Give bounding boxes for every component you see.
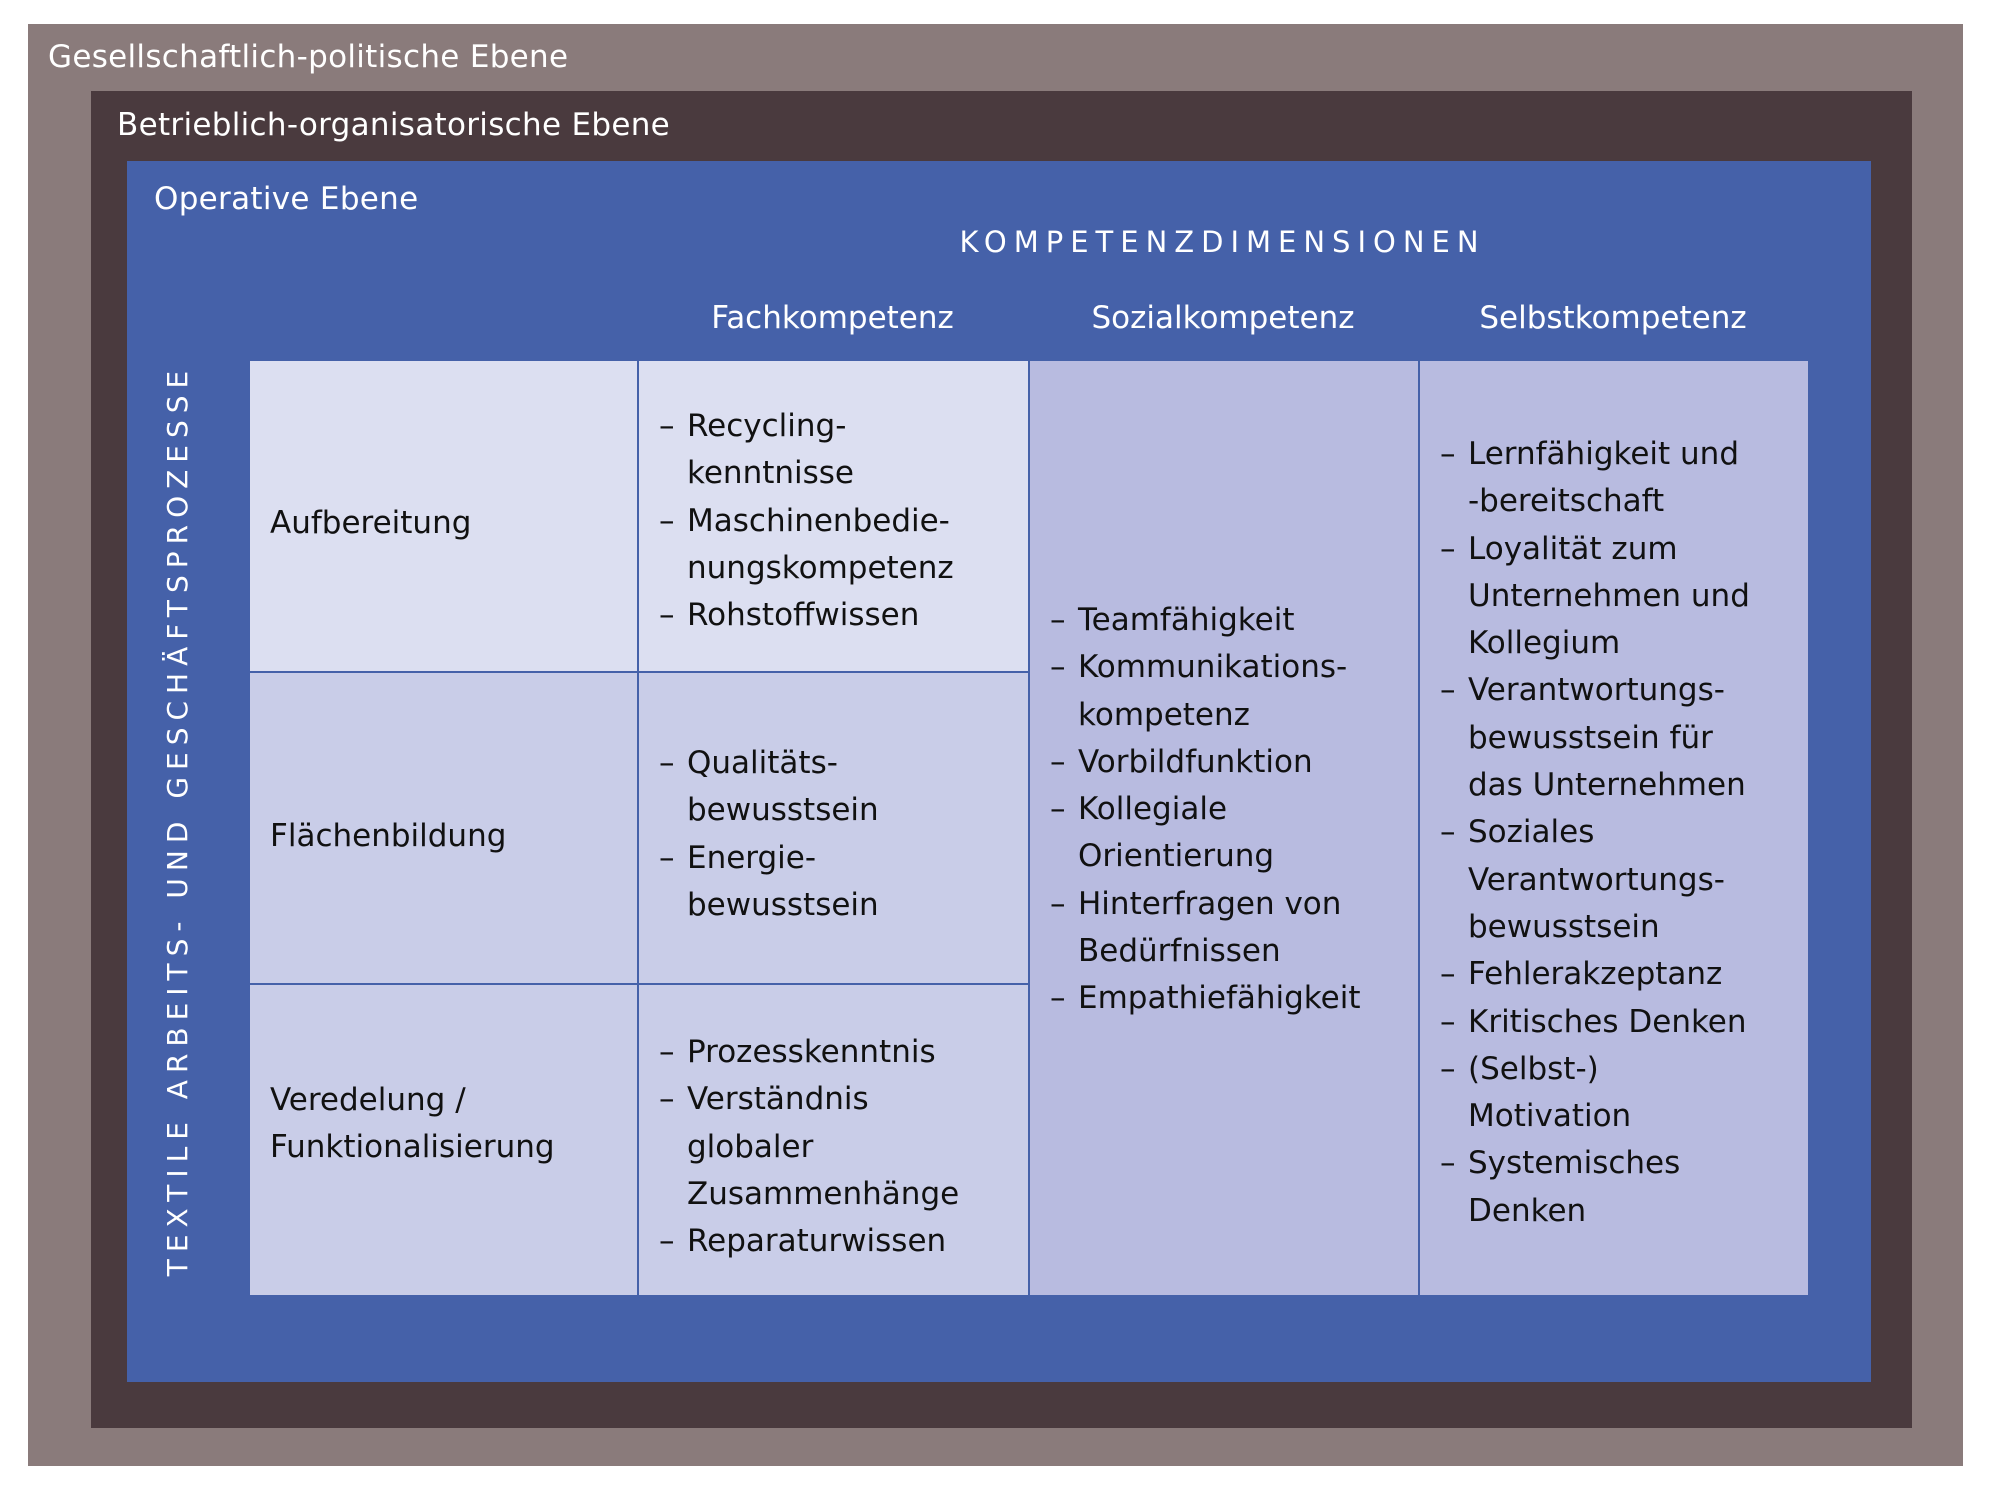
row-label-cell-flaechenbildung: Flächenbildung: [248, 671, 639, 985]
list-item: –Teamfähigkeit: [1050, 602, 1295, 638]
fachkompetenz-cell-aufbereitung: –Recycling-kenntnisse –Maschinenbedie-nu…: [637, 359, 1030, 673]
column-header-sozialkompetenz: Sozialkompetenz: [1091, 300, 1355, 336]
list-item: –Fehlerakzeptanz: [1440, 956, 1723, 993]
list-item: –Empathiefähigkeit: [1050, 980, 1361, 1017]
list-item: –Energie-bewusstsein: [659, 839, 879, 923]
list-item: –Reparaturwissen: [659, 1223, 947, 1260]
list-item: –Recycling-kenntnisse: [659, 408, 855, 492]
list-item: –Kommunikations-kompetenz: [1050, 649, 1348, 733]
column-header-fachkompetenz: Fachkompetenz: [711, 300, 954, 336]
process-axis-label: TEXTILE ARBEITS- UND GESCHÄFTSPROZESSE: [161, 363, 194, 1277]
competence-list: –Lernfähigkeit und-bereitschaft –Loyalit…: [1440, 431, 1750, 1235]
list-item: –Rohstoffwissen: [659, 597, 920, 634]
row-label-cell-aufbereitung: Aufbereitung: [248, 359, 639, 673]
list-item: –Maschinenbedie-nungskompetenz: [659, 502, 954, 586]
list-item: –Vorbildfunktion: [1050, 743, 1313, 780]
competence-list: –Teamfähigkeit –Kommunikations-kompetenz…: [1050, 597, 1360, 1023]
competence-list: –Qualitäts-bewusstsein –Energie-bewussts…: [659, 740, 879, 929]
row-label-cell-veredelung: Veredelung / Funktionalisierung: [248, 983, 639, 1297]
row-label: Flächenbildung: [270, 818, 507, 854]
sozialkompetenz-cell: –Teamfähigkeit –Kommunikations-kompetenz…: [1028, 359, 1420, 1297]
list-item: –Lernfähigkeit und-bereitschaft: [1440, 436, 1740, 520]
organizational-level-label: Betrieblich-organisatorische Ebene: [117, 107, 671, 143]
row-label: Aufbereitung: [270, 505, 472, 541]
list-item: –Prozesskenntnis: [659, 1034, 936, 1070]
row-label: Veredelung / Funktionalisierung: [270, 1082, 555, 1165]
societal-political-level-label: Gesellschaftlich-politische Ebene: [48, 39, 569, 75]
selbstkompetenz-cell: –Lernfähigkeit und-bereitschaft –Loyalit…: [1418, 359, 1810, 1297]
list-item: –Kritisches Denken: [1440, 1003, 1747, 1040]
competence-list: –Recycling-kenntnisse –Maschinenbedie-nu…: [659, 403, 954, 639]
column-header-selbstkompetenz: Selbstkompetenz: [1479, 300, 1747, 336]
list-item: –(Selbst-)Motivation: [1440, 1050, 1632, 1135]
list-item: –Qualitäts-bewusstsein: [659, 745, 879, 829]
operative-level-label: Operative Ebene: [154, 181, 419, 217]
fachkompetenz-cell-flaechenbildung: –Qualitäts-bewusstsein –Energie-bewussts…: [637, 671, 1030, 985]
competence-dimensions-title: KOMPETENZDIMENSIONEN: [959, 225, 1486, 259]
